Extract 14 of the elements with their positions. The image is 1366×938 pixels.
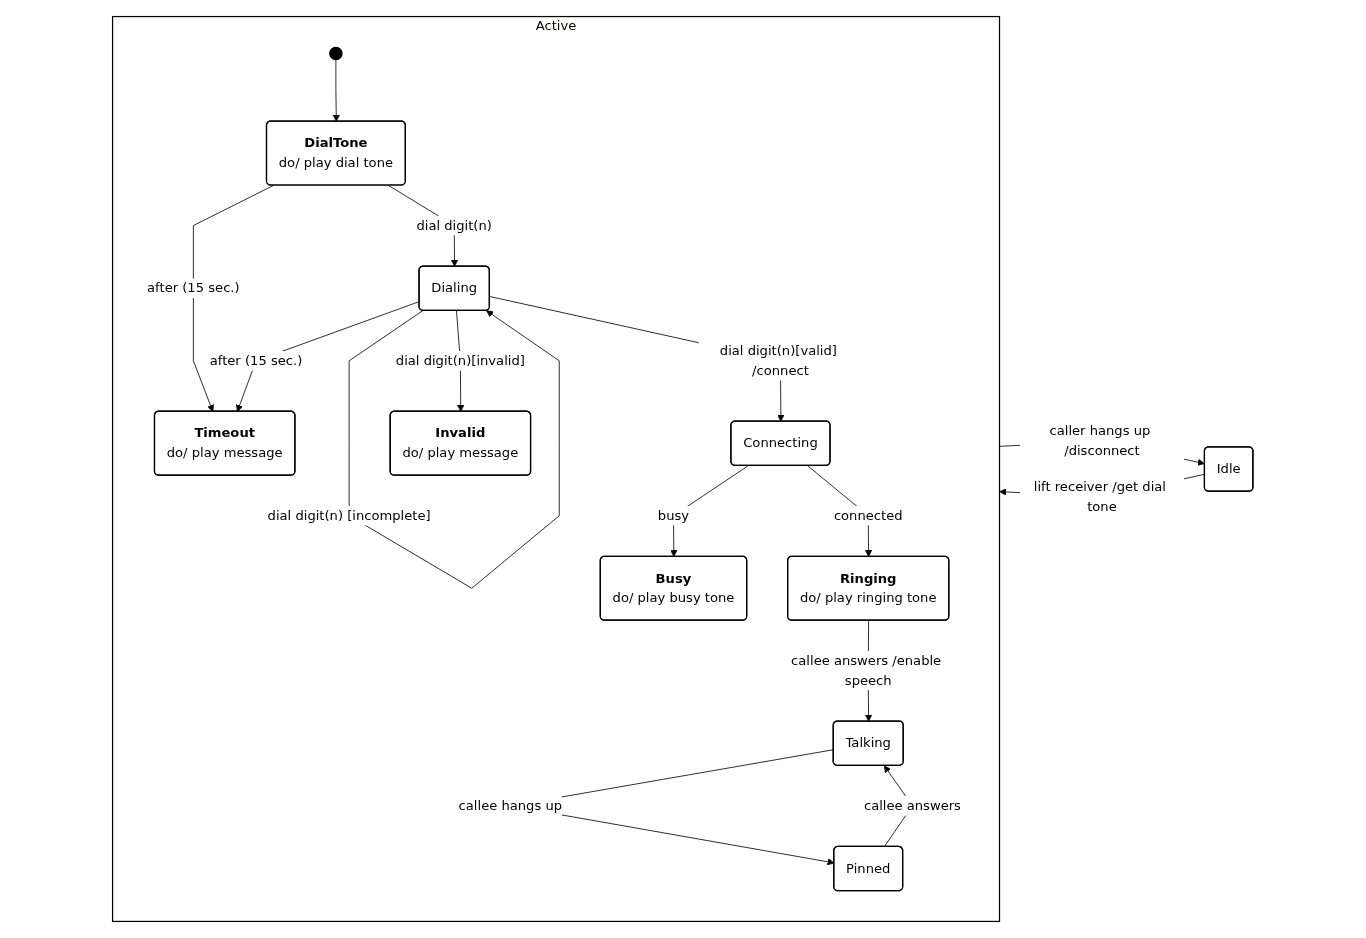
- edge-label: dial digit(n): [416, 217, 493, 233]
- edge-label: busy: [658, 507, 690, 524]
- edge-label: callee answers: [864, 797, 962, 814]
- edge-label: caller hangs up /disconnect: [1049, 423, 1151, 459]
- edge-label: lift receiver /get dial tone: [1034, 478, 1167, 515]
- edge-label: after (15 sec.): [147, 280, 240, 296]
- edge-label: dial digit(n)[invalid]: [396, 352, 526, 369]
- edge-label: connected: [834, 507, 903, 524]
- node-circle: [329, 46, 343, 61]
- edge-label: callee hangs up: [458, 797, 563, 814]
- edge-label: dial digit(n) [incomplete]: [267, 507, 431, 524]
- edge-label: callee answers /enable speech: [791, 652, 942, 688]
- edge-label: dial digit(n)[valid] /connect: [720, 342, 838, 379]
- edge-label: after (15 sec.): [209, 352, 303, 369]
